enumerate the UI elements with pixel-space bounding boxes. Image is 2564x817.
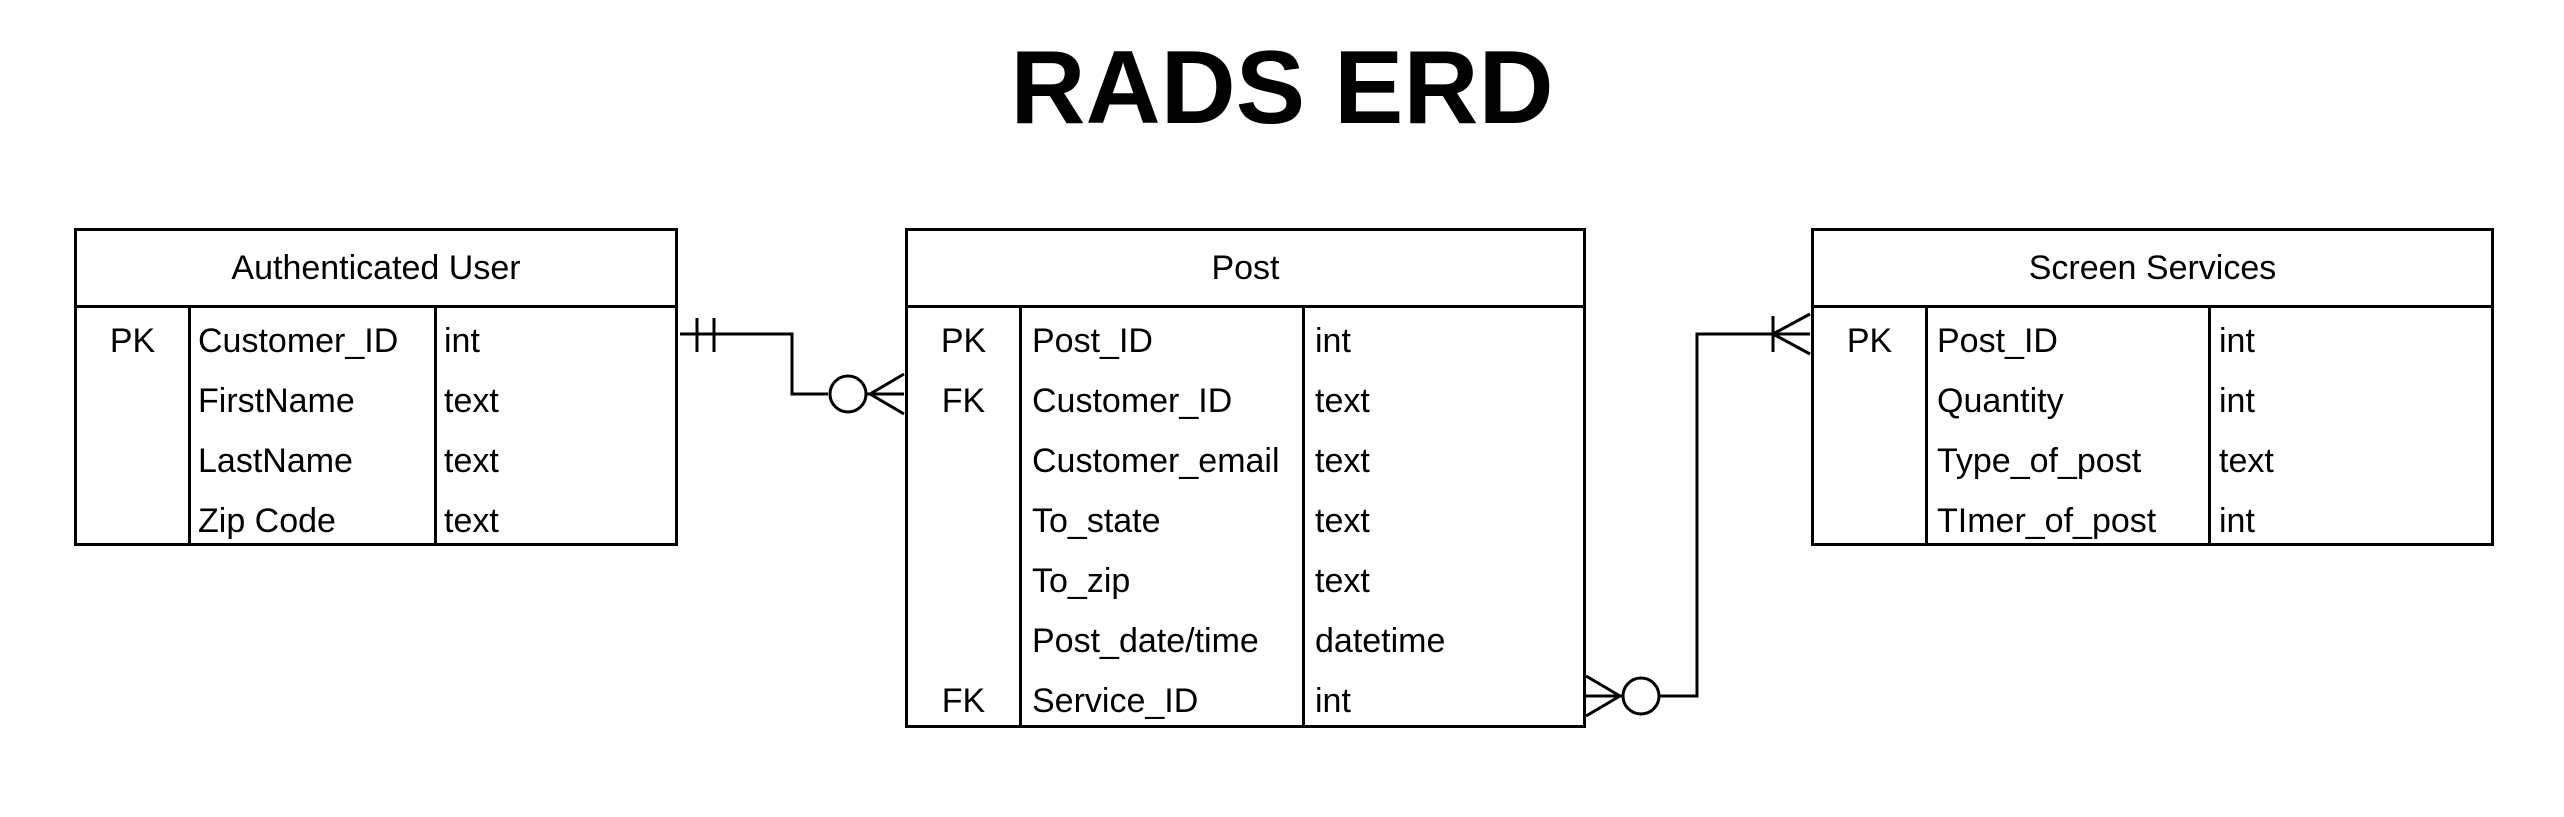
field-type: int <box>444 322 480 360</box>
crowfoot-marker <box>1585 674 1621 698</box>
connector-line <box>680 332 828 396</box>
field-type: datetime <box>1315 622 1446 660</box>
table-row: LastName text <box>77 431 675 491</box>
table-row: To_state text <box>908 491 1583 551</box>
key-label: PK <box>940 322 987 360</box>
connector-line <box>1586 332 1810 698</box>
key-label: FK <box>941 682 986 720</box>
field-type: text <box>1315 442 1370 480</box>
field-type: text <box>444 442 499 480</box>
diagram-title: RADS ERD <box>1010 30 1554 146</box>
key-label: PK <box>109 322 156 360</box>
field-type: text <box>444 502 499 540</box>
table-row: Zip Code text <box>77 491 675 551</box>
field-name: Zip Code <box>198 502 336 540</box>
field-type: int <box>2219 322 2255 360</box>
zero-marker <box>828 374 868 414</box>
field-name: Customer_ID <box>198 322 399 360</box>
table-row: Quantity int <box>1814 371 2491 431</box>
entity-post[interactable]: Post PK Post_ID int FK Customer_ID text … <box>905 228 1586 728</box>
field-type: text <box>2219 442 2274 480</box>
table-row: TImer_of_post int <box>1814 491 2491 551</box>
field-name: Type_of_post <box>1937 442 2142 480</box>
entity-header: Screen Services <box>1814 231 2491 308</box>
zero-marker <box>1621 676 1661 716</box>
field-name: TImer_of_post <box>1937 502 2157 540</box>
key-label: FK <box>941 382 986 420</box>
crowfoot-marker <box>869 392 905 416</box>
entity-screen-services[interactable]: Screen Services PK Post_ID int Quantity … <box>1811 228 2494 546</box>
column-divider <box>1019 305 1022 725</box>
crowfoot-marker <box>1772 332 1811 356</box>
field-type: int <box>1315 682 1351 720</box>
field-name: To_zip <box>1032 562 1131 600</box>
table-row: Type_of_post text <box>1814 431 2491 491</box>
field-name: Post_ID <box>1032 322 1153 360</box>
field-type: int <box>2219 502 2255 540</box>
field-name: Post_date/time <box>1032 622 1259 660</box>
table-row: PK Post_ID int <box>908 311 1583 371</box>
table-row: To_zip text <box>908 551 1583 611</box>
crowfoot-marker <box>869 372 905 396</box>
table-row: Post_date/time datetime <box>908 611 1583 671</box>
column-divider <box>1302 305 1305 725</box>
field-type: text <box>1315 382 1370 420</box>
entity-header: Post <box>908 231 1583 308</box>
field-type: int <box>1315 322 1351 360</box>
field-name: LastName <box>198 442 353 480</box>
key-label: PK <box>1846 322 1893 360</box>
field-type: int <box>2219 382 2255 420</box>
table-row: FirstName text <box>77 371 675 431</box>
field-type: text <box>1315 562 1370 600</box>
field-name: Customer_ID <box>1032 382 1233 420</box>
table-row: PK Customer_ID int <box>77 311 675 371</box>
field-name: Customer_email <box>1032 442 1280 480</box>
relationship-user-post <box>680 318 905 416</box>
field-type: text <box>444 382 499 420</box>
field-name: Service_ID <box>1032 682 1199 720</box>
table-row: PK Post_ID int <box>1814 311 2491 371</box>
table-row: FK Service_ID int <box>908 671 1583 731</box>
crowfoot-marker <box>1585 694 1621 718</box>
column-divider <box>2208 305 2211 543</box>
field-type: text <box>1315 502 1370 540</box>
field-name: To_state <box>1032 502 1161 540</box>
table-row: FK Customer_ID text <box>908 371 1583 431</box>
entity-authenticated-user[interactable]: Authenticated User PK Customer_ID int Fi… <box>74 228 678 546</box>
field-name: FirstName <box>198 382 355 420</box>
entity-header: Authenticated User <box>77 231 675 308</box>
crowfoot-marker <box>1772 312 1811 336</box>
field-name: Post_ID <box>1937 322 2058 360</box>
column-divider <box>188 305 191 543</box>
field-name: Quantity <box>1937 382 2064 420</box>
column-divider <box>434 305 437 543</box>
column-divider <box>1925 305 1928 543</box>
table-row: Customer_email text <box>908 431 1583 491</box>
relationship-post-services <box>1585 312 1811 718</box>
